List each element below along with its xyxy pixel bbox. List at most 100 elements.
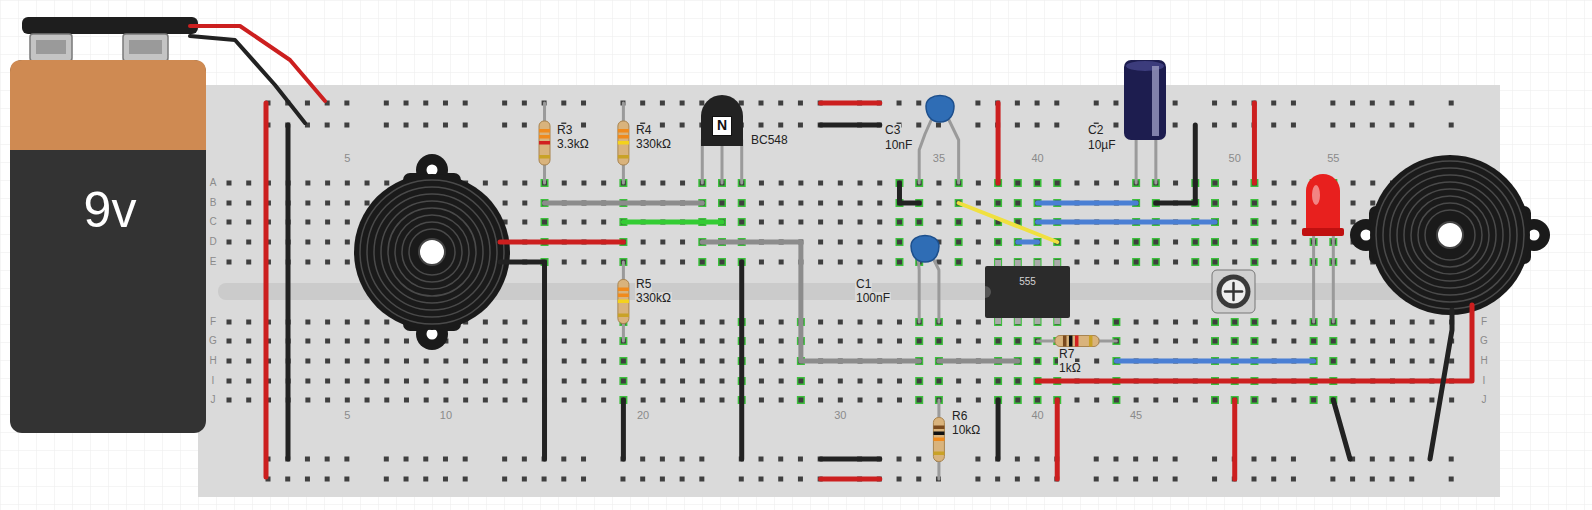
breadboard-hole [227, 339, 232, 344]
breadboard-hole [1252, 220, 1257, 225]
resistor-symbol [618, 121, 629, 165]
breadboard-hole [1173, 101, 1178, 106]
breadboard-hole [641, 379, 646, 384]
breadboard-hole [759, 477, 764, 482]
connected-hole [915, 218, 923, 226]
column-number: 40 [1030, 152, 1044, 165]
breadboard-hole [1271, 477, 1276, 482]
breadboard-hole [640, 477, 645, 482]
jumper-wire [545, 201, 703, 206]
breadboard-hole [384, 477, 389, 482]
breadboard-hole [858, 220, 863, 225]
breadboard-hole [798, 201, 803, 206]
breadboard-hole [1094, 260, 1099, 265]
transistor-lead [701, 140, 704, 183]
breadboard-hole [897, 101, 902, 106]
breadboard-hole [1370, 398, 1375, 403]
breadboard-hole [936, 181, 941, 186]
part-label: BC548 [750, 134, 789, 148]
breadboard-hole [680, 260, 685, 265]
breadboard-hole [325, 220, 330, 225]
breadboard-hole [621, 379, 626, 384]
breadboard-hole [424, 379, 429, 384]
connected-hole [1132, 258, 1140, 266]
part-label: 10nF [884, 139, 913, 153]
breadboard-hole [503, 201, 508, 206]
part-label: 10kΩ [951, 424, 981, 438]
column-number: 40 [1030, 409, 1044, 422]
breadboard-hole [1351, 181, 1356, 186]
breadboard-hole [838, 220, 843, 225]
breadboard-hole [305, 457, 310, 462]
buzzer-ring [1397, 182, 1503, 288]
breadboard-hole [463, 379, 468, 384]
buzzer-wire [1430, 310, 1452, 459]
breadboard-hole [660, 260, 665, 265]
breadboard-hole [759, 457, 764, 462]
breadboard-hole [858, 379, 863, 384]
breadboard-hole [227, 379, 232, 384]
breadboard-hole [660, 123, 665, 128]
row-letter: J [1481, 394, 1488, 406]
breadboard-hole [897, 457, 902, 462]
breadboard-hole [916, 123, 921, 128]
connected-hole [1211, 258, 1219, 266]
breadboard-hole [325, 359, 330, 364]
breadboard-hole [423, 477, 428, 482]
breadboard-hole [1173, 123, 1178, 128]
breadboard-hole [1291, 457, 1296, 462]
breadboard-hole [601, 359, 606, 364]
breadboard-hole [1291, 398, 1296, 403]
breadboard-hole [1035, 457, 1040, 462]
breadboard-hole [384, 398, 389, 403]
breadboard-hole [1449, 398, 1454, 403]
row-letter: B [209, 197, 218, 209]
connected-hole [698, 258, 706, 266]
breadboard-hole [443, 101, 448, 106]
breadboard-hole [424, 398, 429, 403]
capacitor-lead [932, 256, 939, 322]
breadboard-hole [1133, 477, 1138, 482]
breadboard-hole [305, 181, 310, 186]
breadboard-hole [858, 320, 863, 325]
breadboard-hole [660, 339, 665, 344]
breadboard-hole [1153, 477, 1158, 482]
breadboard-hole [423, 457, 428, 462]
breadboard-hole [285, 477, 290, 482]
breadboard-hole [660, 181, 665, 186]
breadboard-hole [1113, 457, 1118, 462]
breadboard-hole [325, 240, 330, 245]
breadboard-hole [344, 477, 349, 482]
row-letter: J [210, 394, 217, 406]
breadboard-hole [522, 320, 527, 325]
breadboard-hole [858, 339, 863, 344]
breadboard-hole [1410, 320, 1415, 325]
breadboard-hole [700, 339, 705, 344]
breadboard-hole [1449, 457, 1454, 462]
breadboard-hole [443, 477, 448, 482]
breadboard-hole [365, 379, 370, 384]
breadboard-hole [1035, 181, 1040, 186]
breadboard-hole [246, 220, 251, 225]
connected-hole [1310, 396, 1318, 404]
breadboard-hole [641, 359, 646, 364]
breadboard-hole [1410, 398, 1415, 403]
breadboard-hole [779, 201, 784, 206]
breadboard-hole [1094, 181, 1099, 186]
connected-hole [1152, 238, 1160, 246]
breadboard-hole [779, 379, 784, 384]
breadboard-hole [246, 201, 251, 206]
breadboard-hole [975, 101, 980, 106]
breadboard-hole [1370, 320, 1375, 325]
buzzer-ring [1404, 189, 1496, 281]
breadboard-hole [1173, 457, 1178, 462]
transistor-logo: N [712, 116, 732, 136]
breadboard-hole [1449, 477, 1454, 482]
buzzer-tab-hole [1529, 230, 1540, 241]
breadboard-hole [601, 320, 606, 325]
breadboard-hole [1429, 339, 1434, 344]
connected-hole [1014, 377, 1022, 385]
buzzer-ring [409, 229, 455, 275]
breadboard-hole [759, 379, 764, 384]
